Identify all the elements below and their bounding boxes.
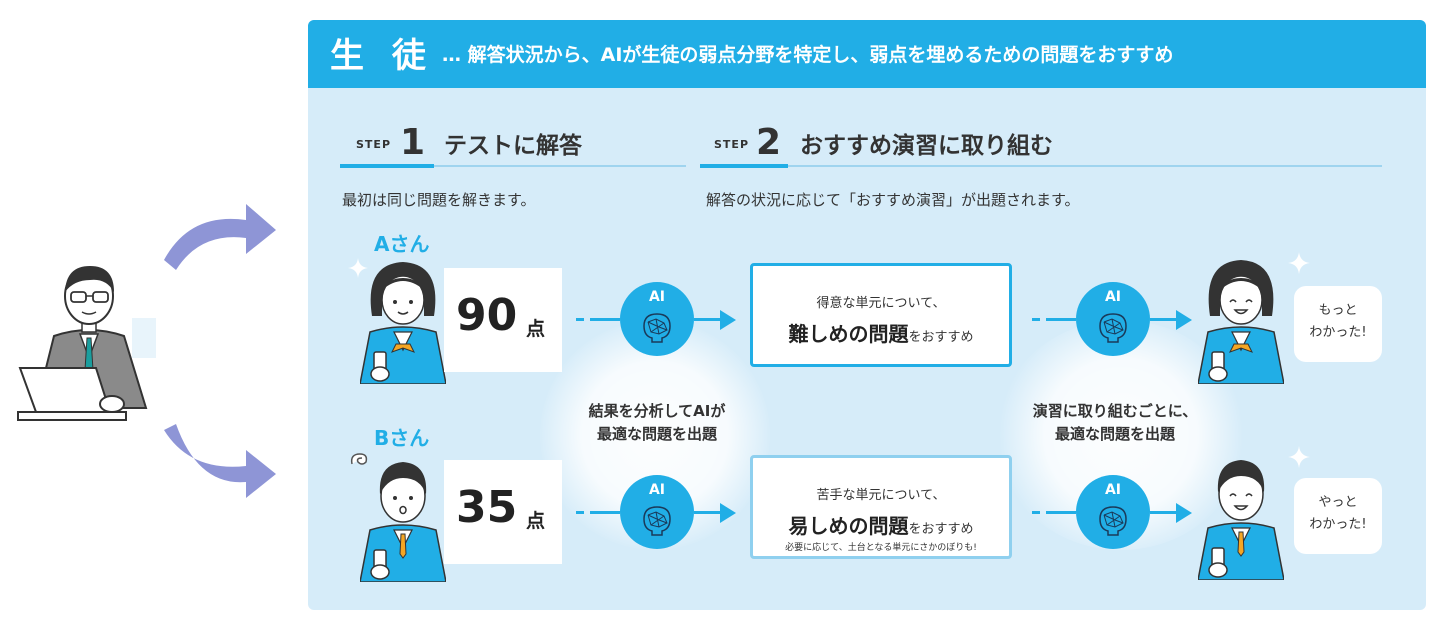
student-panel: 生 徒 … 解答状況から、AIが生徒の弱点分野を特定し、弱点を埋めるための問題を… bbox=[308, 20, 1426, 610]
curved-arrow-down-icon bbox=[150, 420, 280, 500]
step2-divider bbox=[700, 165, 1382, 167]
arrow-right-icon bbox=[720, 310, 736, 330]
center-right-line2: 最適な問題を出題 bbox=[1020, 423, 1210, 446]
brain-network-icon bbox=[640, 503, 674, 537]
panel-header: 生 徒 … 解答状況から、AIが生徒の弱点分野を特定し、弱点を埋めるための問題を… bbox=[308, 20, 1426, 88]
arrow-shaft bbox=[694, 511, 722, 514]
student-b-score-unit: 点 bbox=[526, 506, 545, 533]
ai-label: AI bbox=[1076, 289, 1150, 305]
connector-dot bbox=[1032, 511, 1040, 514]
brain-network-icon bbox=[1096, 503, 1130, 537]
sparkle-icon bbox=[1288, 252, 1310, 274]
student-b-score-card: 35 点 bbox=[444, 460, 562, 564]
center-left-line2: 最適な問題を出題 bbox=[562, 423, 752, 446]
arrow-shaft bbox=[694, 318, 722, 321]
connector-line bbox=[1046, 511, 1076, 514]
student-a-name: Aさん bbox=[374, 228, 429, 257]
bubble-b-text: やっとわかった! bbox=[1294, 492, 1382, 536]
student-b-name: Bさん bbox=[374, 422, 429, 451]
arrow-right-icon bbox=[1176, 310, 1192, 330]
bubble-a-text: もっとわかった! bbox=[1294, 300, 1382, 344]
student-a-speech-bubble: もっとわかった! bbox=[1294, 286, 1382, 362]
ai-label: AI bbox=[620, 289, 694, 305]
sparkle-icon bbox=[348, 258, 368, 278]
bubble-a-line2: わかった! bbox=[1294, 322, 1382, 344]
arrow-right-icon bbox=[720, 503, 736, 523]
rec-b-suffix: をおすすめ bbox=[908, 522, 973, 537]
rec-b-line2: 易しめの問題をおすすめ bbox=[753, 510, 1009, 539]
step1-number: 1 bbox=[400, 122, 425, 163]
student-b-boy-illustration bbox=[360, 450, 446, 582]
ai-label: AI bbox=[1076, 482, 1150, 498]
brain-network-icon bbox=[640, 310, 674, 344]
connector-dot bbox=[576, 318, 584, 321]
arrow-shaft bbox=[1150, 511, 1178, 514]
connector-line bbox=[1046, 318, 1076, 321]
connector-line bbox=[590, 511, 620, 514]
ai-circle-b2: AI bbox=[1076, 475, 1150, 549]
student-a-score-card: 90 点 bbox=[444, 268, 562, 372]
ai-circle-b1: AI bbox=[620, 475, 694, 549]
rec-a-suffix: をおすすめ bbox=[908, 330, 973, 345]
step2-number: 2 bbox=[756, 122, 781, 163]
ai-label: AI bbox=[620, 482, 694, 498]
student-a-girl-illustration bbox=[360, 256, 446, 384]
curved-arrow-up-icon bbox=[150, 190, 280, 280]
step1-tag: STEP bbox=[356, 138, 391, 151]
center-right-text: 演習に取り組むごとに、 最適な問題を出題 bbox=[1020, 400, 1210, 446]
step1-divider-accent bbox=[340, 164, 434, 168]
center-left-line1: 結果を分析してAIが bbox=[562, 400, 752, 423]
rec-b-line1: 苦手な単元について、 bbox=[753, 484, 1009, 503]
connector-dot bbox=[576, 511, 584, 514]
student-b-score: 35 bbox=[456, 482, 517, 533]
step2-title: おすすめ演習に取り組む bbox=[800, 126, 1053, 160]
connector-line bbox=[590, 318, 620, 321]
rec-b-strong: 易しめの問題 bbox=[788, 514, 908, 538]
arrow-right-icon bbox=[1176, 503, 1192, 523]
ai-circle-a1: AI bbox=[620, 282, 694, 356]
panel-description: … 解答状況から、AIが生徒の弱点分野を特定し、弱点を埋めるための問題をおすすめ bbox=[442, 40, 1173, 67]
ai-circle-a2: AI bbox=[1076, 282, 1150, 356]
rec-a-line1: 得意な単元について、 bbox=[753, 292, 1009, 311]
panel-title: 生 徒 bbox=[330, 28, 434, 77]
student-b-recommendation: 苦手な単元について、 易しめの問題をおすすめ 必要に応じて、土台となる単元にさか… bbox=[750, 455, 1012, 559]
sparkle-icon bbox=[1288, 446, 1310, 468]
step2-description: 解答の状況に応じて「おすすめ演習」が出題されます。 bbox=[706, 189, 1080, 210]
student-a-recommendation: 得意な単元について、 難しめの問題をおすすめ bbox=[750, 263, 1012, 367]
rec-a-strong: 難しめの問題 bbox=[788, 322, 908, 346]
student-b-boy-happy-illustration bbox=[1198, 448, 1284, 580]
rec-b-note: 必要に応じて、土台となる単元にさかのぼりも! bbox=[753, 540, 1009, 553]
center-left-text: 結果を分析してAIが 最適な問題を出題 bbox=[562, 400, 752, 446]
student-b-speech-bubble: やっとわかった! bbox=[1294, 478, 1382, 554]
student-a-girl-happy-illustration bbox=[1198, 252, 1284, 384]
bubble-a-line1: もっと bbox=[1294, 300, 1382, 322]
step2-tag: STEP bbox=[714, 138, 749, 151]
arrow-shaft bbox=[1150, 318, 1178, 321]
step2-divider-accent bbox=[700, 164, 788, 168]
teacher-illustration bbox=[14, 258, 164, 430]
bubble-b-line1: やっと bbox=[1294, 492, 1382, 514]
student-a-score: 90 bbox=[456, 290, 517, 341]
connector-dot bbox=[1032, 318, 1040, 321]
center-right-line1: 演習に取り組むごとに、 bbox=[1020, 400, 1210, 423]
step1-description: 最初は同じ問題を解きます。 bbox=[342, 189, 536, 210]
step1-title: テストに解答 bbox=[444, 126, 582, 160]
brain-network-icon bbox=[1096, 310, 1130, 344]
rec-a-line2: 難しめの問題をおすすめ bbox=[753, 318, 1009, 347]
bubble-b-line2: わかった! bbox=[1294, 514, 1382, 536]
student-a-score-unit: 点 bbox=[526, 314, 545, 341]
